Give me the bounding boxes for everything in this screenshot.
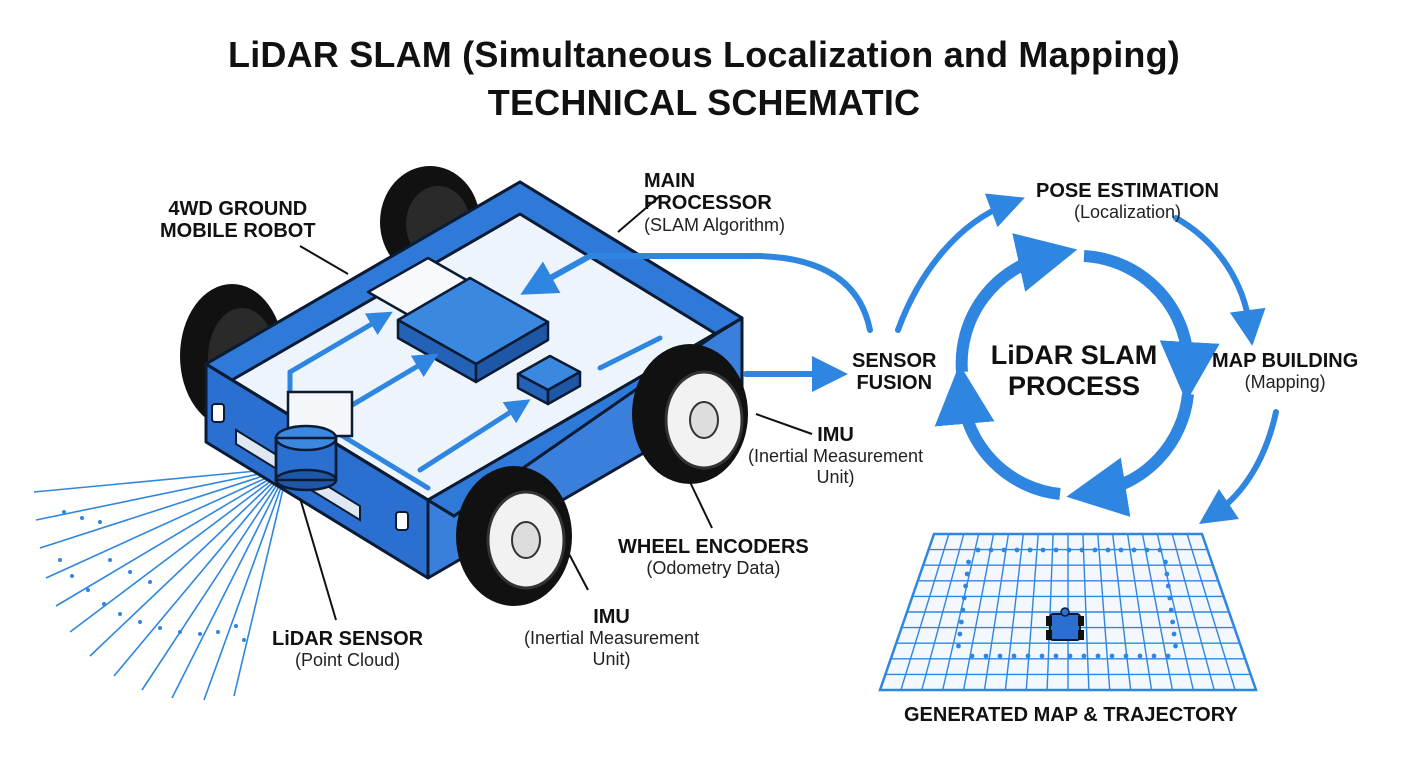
trajectory-dot	[1014, 547, 1020, 553]
pose-estimation-title: POSE ESTIMATION	[1036, 180, 1219, 202]
lidar-sensor-title: LiDAR SENSOR	[272, 628, 424, 650]
trajectory-dot	[956, 643, 961, 649]
trajectory-dot	[1053, 547, 1059, 553]
trajectory-dot	[983, 653, 989, 659]
imu-lower-sub2: Unit)	[592, 648, 631, 669]
trajectory-dot	[1165, 653, 1171, 659]
diagram-title: LiDAR SLAM (Simultaneous Localization an…	[228, 34, 1180, 75]
trajectory-dot	[969, 653, 975, 659]
trajectory-dot	[1053, 653, 1059, 659]
robot-label-line2: MOBILE ROBOT	[160, 220, 316, 243]
trajectory-dot	[1168, 607, 1174, 613]
trajectory-dot	[988, 547, 994, 553]
processor-label-sub: (SLAM Algorithm)	[644, 214, 786, 235]
callout-lines	[299, 195, 813, 621]
map-building-title: MAP BUILDING	[1212, 350, 1359, 372]
lidar-sensor	[274, 390, 354, 492]
slam-process-line1: LiDAR SLAM	[990, 340, 1158, 370]
pose-estimation-sub: (Localization)	[1073, 202, 1182, 223]
trajectory-dot	[960, 607, 966, 613]
trajectory-dot	[1027, 547, 1033, 553]
slam-process-circle	[934, 233, 1220, 517]
imu-upper-title: IMU	[817, 424, 854, 446]
imu-upper-label: IMU (Inertial Measurement Unit)	[748, 424, 923, 487]
imu-chip	[516, 354, 582, 406]
point-cloud	[58, 510, 246, 642]
imu-upper-sub2: Unit)	[816, 466, 855, 487]
trajectory-dot	[1105, 547, 1111, 553]
trajectory-dot	[1001, 547, 1007, 553]
diagram-subtitle: TECHNICAL SCHEMATIC	[487, 82, 921, 123]
imu-lower-label: IMU (Inertial Measurement Unit)	[524, 606, 699, 669]
sensor-fusion-line2: FUSION	[856, 372, 933, 395]
trajectory-dot	[1079, 547, 1085, 553]
lidar-sensor-sub: (Point Cloud)	[295, 650, 401, 671]
encoders-label: WHEEL ENCODERS (Odometry Data)	[618, 536, 809, 579]
encoders-title: WHEEL ENCODERS	[618, 536, 809, 558]
trajectory-dot	[997, 653, 1003, 659]
trajectory-dot	[1163, 559, 1168, 565]
trajectory-dot	[1040, 547, 1046, 553]
trajectory-dot	[1131, 547, 1137, 553]
pose-estimation-label: POSE ESTIMATION (Localization)	[1036, 180, 1219, 223]
trajectory-dot	[975, 547, 981, 553]
trajectory-dot	[1137, 653, 1143, 659]
trajectory-dot	[966, 559, 971, 565]
slam-cycle-outer	[895, 193, 1279, 524]
trajectory-dot	[1067, 653, 1073, 659]
trajectory-dot	[1167, 595, 1173, 601]
robot-label-line1: 4WD GROUND	[168, 198, 308, 220]
map-building-sub: (Mapping)	[1244, 372, 1326, 393]
trajectory-dot	[963, 583, 969, 589]
generated-map-label: GENERATED MAP & TRAJECTORY	[904, 704, 1238, 726]
trajectory-dot	[1092, 547, 1098, 553]
imu-upper-sub1: (Inertial Measurement	[748, 446, 924, 467]
trajectory-dot	[1066, 547, 1072, 553]
trajectory-dot	[1123, 653, 1129, 659]
trajectory-dot	[958, 619, 964, 625]
robot-on-map-icon	[1046, 607, 1084, 641]
processor-label-line2: PROCESSOR	[644, 192, 772, 215]
sensor-fusion-label: SENSOR FUSION	[852, 350, 936, 395]
imu-lower-sub1: (Inertial Measurement	[524, 628, 700, 649]
encoders-sub: (Odometry Data)	[646, 558, 781, 579]
imu-lower-title: IMU	[593, 606, 630, 628]
trajectory-dot	[1118, 547, 1124, 553]
trajectory-dot	[1151, 653, 1157, 659]
trajectory-dot	[957, 631, 963, 637]
processor-label: MAIN PROCESSOR (SLAM Algorithm)	[644, 170, 785, 235]
trajectory-dot	[1173, 643, 1178, 649]
trajectory-dot	[1095, 653, 1101, 659]
sensor-fusion-line1: SENSOR	[852, 350, 937, 372]
fusion-arrows	[520, 253, 873, 392]
lidar-beams	[33, 467, 289, 701]
generated-map-title: GENERATED MAP & TRAJECTORY	[904, 704, 1238, 726]
front-right-wheel	[632, 344, 748, 484]
trajectory-dot	[1039, 653, 1045, 659]
slam-process-label: LiDAR SLAM PROCESS	[982, 340, 1166, 402]
trajectory-dot	[1165, 583, 1171, 589]
trajectory-dot	[1144, 547, 1150, 553]
trajectory-dot	[1025, 653, 1031, 659]
trajectory-dot	[1011, 653, 1017, 659]
generated-map-grid	[878, 532, 1258, 692]
slam-process-line2: PROCESS	[1007, 371, 1141, 402]
lidar-sensor-label: LiDAR SENSOR (Point Cloud)	[272, 628, 423, 671]
processor-label-line1: MAIN	[644, 170, 696, 192]
robot-label: 4WD GROUND MOBILE ROBOT	[160, 198, 316, 243]
map-building-label: MAP BUILDING (Mapping)	[1212, 350, 1358, 393]
processor-block	[366, 256, 550, 384]
trajectory-dot	[1170, 619, 1176, 625]
front-left-wheel	[456, 466, 572, 606]
trajectory-dot	[1081, 653, 1087, 659]
trajectory-dot	[1171, 631, 1177, 637]
trajectory-dot	[1164, 571, 1170, 577]
trajectory-dot	[1109, 653, 1115, 659]
trajectory-dot	[964, 571, 970, 577]
trajectory-dot	[961, 595, 967, 601]
trajectory-dot	[1157, 547, 1163, 553]
